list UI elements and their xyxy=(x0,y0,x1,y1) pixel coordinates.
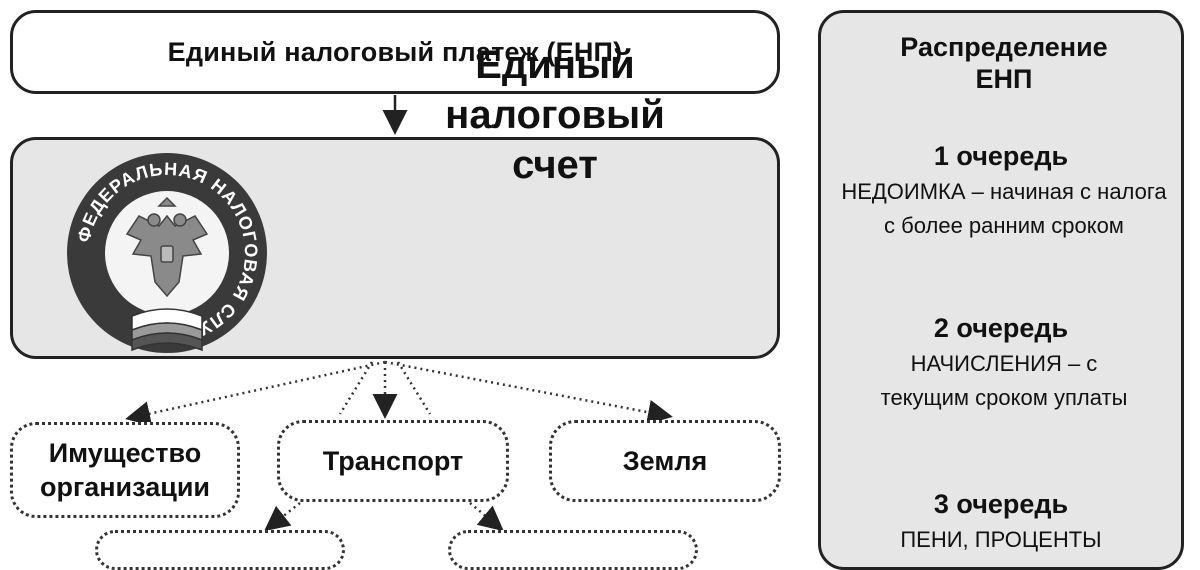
enp-title: Единый налоговый платеж (ЕНП) xyxy=(167,36,623,67)
arrow-transport-to-sub2 xyxy=(469,502,504,532)
queue-3-text: ПЕНИ, ПРОЦЕНТЫ xyxy=(900,527,1102,552)
arrow-ens-to-land xyxy=(384,360,673,425)
category-land-label: Земля xyxy=(622,446,708,476)
category-land: Земля xyxy=(549,420,781,502)
ens-title: Единый налоговый счет xyxy=(445,43,665,187)
arrow-ens-to-property xyxy=(125,360,386,426)
sub-box-left xyxy=(95,530,345,570)
connectors xyxy=(125,95,673,532)
queue-3-head: 3 очередь xyxy=(933,489,1069,519)
category-property: Имущество организации xyxy=(10,422,240,518)
distribution-panel: Распределение ЕНП 1 очередь НЕДОИМКА – н… xyxy=(818,10,1184,570)
category-transport: Транспорт xyxy=(277,420,509,502)
enp-box: Единый налоговый платеж (ЕНП) xyxy=(10,10,780,94)
fns-emblem-icon: ФЕДЕРАЛЬНАЯ НАЛОГОВАЯ СЛУЖБА xyxy=(67,153,267,353)
sub-box-right xyxy=(448,530,698,570)
arrow-transport-to-sub1 xyxy=(264,502,301,532)
distribution-title: Распределение ЕНП xyxy=(900,32,1108,94)
arrow-ens-to-transport-left xyxy=(338,361,374,415)
queue-1-text: НЕДОИМКА – начиная с налога с более ранн… xyxy=(841,179,1167,238)
queue-1-head: 1 очередь xyxy=(933,141,1069,171)
queue-2-text: НАЧИСЛЕНИЯ – с текущим сроком уплаты xyxy=(880,351,1128,410)
queue-2-head: 2 очередь xyxy=(933,313,1069,343)
category-transport-label: Транспорт xyxy=(322,446,464,476)
arrow-ens-to-transport-right xyxy=(396,361,432,415)
category-property-label: Имущество организации xyxy=(39,438,211,502)
